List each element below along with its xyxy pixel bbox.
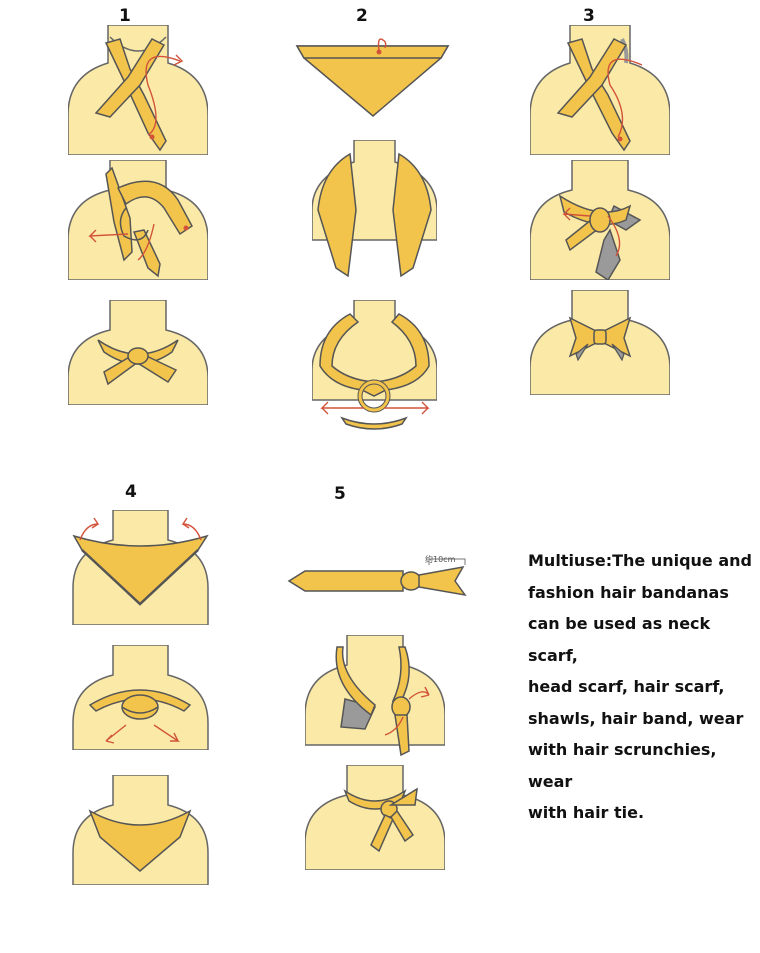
illustration-4b [68, 645, 213, 750]
step-number-3: 3 [583, 6, 595, 26]
illustration-5a [285, 555, 470, 605]
step-number-5: 5 [334, 484, 346, 504]
illustration-3a [530, 25, 670, 155]
illustration-2a [295, 30, 450, 120]
illustration-1c [68, 300, 208, 405]
illustration-4a [68, 510, 213, 625]
step-number-2: 2 [356, 6, 368, 26]
width-note: 约10cm [425, 555, 456, 564]
illustration-5b [305, 635, 445, 760]
illustration-4c [68, 775, 213, 885]
step-number-1: 1 [119, 6, 131, 26]
illustration-3c [530, 290, 670, 395]
step-number-4: 4 [125, 482, 137, 502]
illustration-1a [68, 25, 208, 155]
illustration-2c [312, 300, 437, 430]
illustration-5c [305, 765, 445, 870]
illustration-1b [68, 160, 208, 280]
product-description: Multiuse:The unique and fashion hair ban… [528, 551, 752, 822]
illustration-3b [530, 160, 670, 280]
illustration-2b [312, 140, 437, 285]
